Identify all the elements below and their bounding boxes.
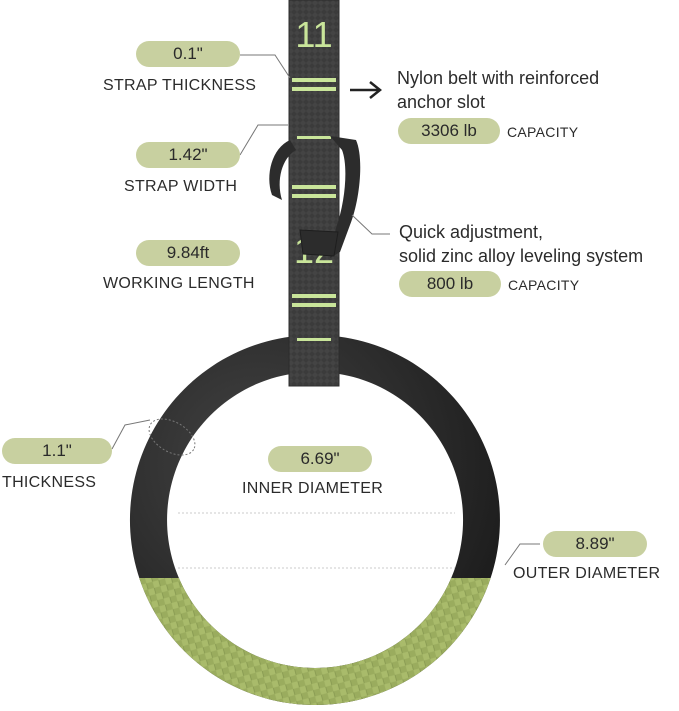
buckle-capacity-value: 800 lb [399,271,501,297]
belt-capacity-label: CAPACITY [507,124,579,140]
arrow-right-icon [350,81,383,99]
strap-thickness-value: 0.1" [136,41,240,67]
leader-lines [111,54,540,566]
strap-width-value: 1.42" [136,142,240,168]
outer-diameter-value: 8.89" [543,531,647,557]
working-length-value: 9.84ft [136,240,240,266]
belt-feature-line1: Nylon belt with reinforced [397,68,600,88]
inner-diameter-label: INNER DIAMETER [242,480,384,497]
strap-icon [288,0,340,387]
buckle-capacity-label: CAPACITY [508,277,580,293]
carabiner-buckle-icon [269,136,361,258]
strap-thickness-label: STRAP THICKNESS [103,77,257,94]
strap-marking-11: 11 [295,14,332,55]
strap-width-label: STRAP WIDTH [124,178,238,195]
outer-diameter-label: OUTER DIAMETER [513,565,661,582]
belt-feature-line2: anchor slot [397,92,486,112]
buckle-feature-line2: solid zinc alloy leveling system [399,246,644,266]
thickness-value: 1.1" [2,438,112,464]
buckle-feature-line1: Quick adjustment, [399,222,544,242]
inner-diameter-value: 6.69" [268,446,372,472]
thickness-label: THICKNESS [2,474,97,491]
belt-capacity-value: 3306 lb [398,118,500,144]
working-length-label: WORKING LENGTH [103,275,255,292]
gymnastic-ring-icon [129,335,500,705]
